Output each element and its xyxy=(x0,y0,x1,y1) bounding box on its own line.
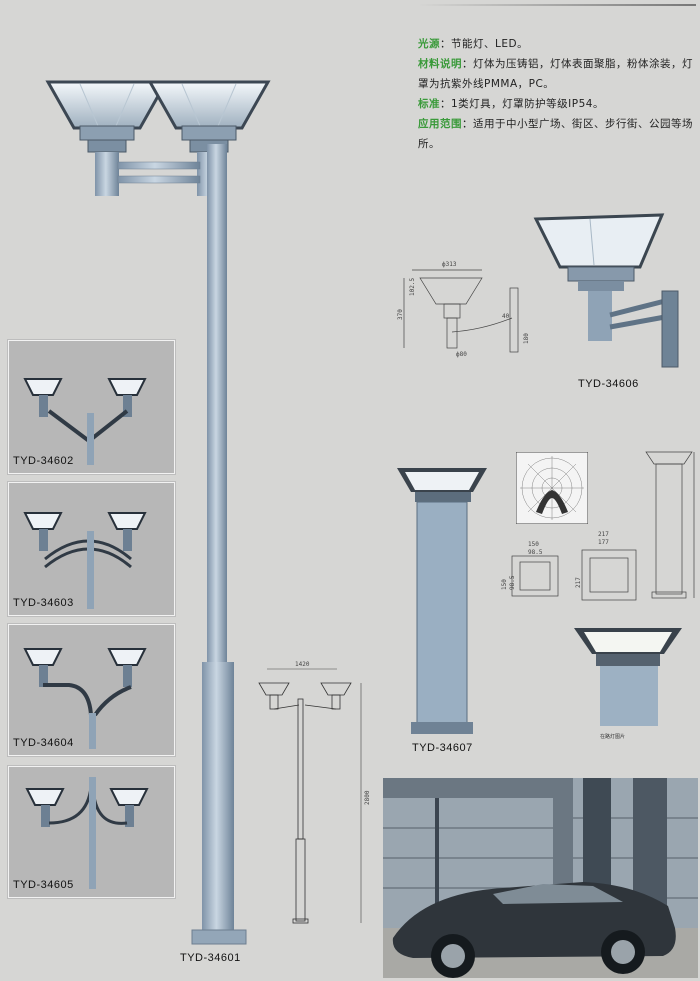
pole-dimension-drawing: 1420 2800 xyxy=(258,661,371,924)
light-distribution-diagram xyxy=(516,452,588,524)
street-scene-photo xyxy=(383,778,698,978)
svg-text:150: 150 xyxy=(528,541,539,548)
model-label-wall: TYD-34606 xyxy=(578,378,639,390)
svg-text:ф313: ф313 xyxy=(442,261,457,268)
svg-text:ф80: ф80 xyxy=(456,351,467,358)
svg-text:177: 177 xyxy=(598,539,609,546)
dim-1420: 1420 xyxy=(295,661,310,668)
svg-text:98.5: 98.5 xyxy=(528,549,543,556)
main-pole-upper xyxy=(207,144,227,664)
spec-scope: 应用范围：适用于中小型广场、街区、步行街、公园等场所。 xyxy=(418,118,693,150)
bollard-dimension-drawing: 150 98.5 217 177 217 150 98.5 xyxy=(501,531,637,601)
svg-text:40: 40 xyxy=(502,313,510,320)
spec-material: 材料说明：灯体为压铸铝，灯体表面聚脂，粉体涂装，灯罩为抗紫外线PMMA，PC。 xyxy=(418,58,693,90)
model-label-main: TYD-34601 xyxy=(180,952,241,964)
bollard-elevation-drawing xyxy=(645,451,695,599)
wall-lamp-illustration xyxy=(533,213,679,368)
thumb-34605: TYD-34605 xyxy=(8,766,175,898)
thumb-34604: TYD-34604 xyxy=(8,624,175,756)
main-lamp-head-left xyxy=(45,80,169,196)
svg-text:180: 180 xyxy=(523,333,530,344)
thumb-34602: TYD-34602 xyxy=(8,340,175,474)
thumb-34603: TYD-34603 xyxy=(8,482,175,616)
photo-lamp-pole xyxy=(435,798,439,928)
bollard-illustration xyxy=(397,468,487,734)
main-pole-base xyxy=(202,662,234,932)
model-label-bollard: TYD-34607 xyxy=(412,742,473,754)
svg-text:217: 217 xyxy=(598,531,609,538)
svg-text:98.5: 98.5 xyxy=(509,575,516,590)
svg-text:102.5: 102.5 xyxy=(409,278,416,296)
main-lamp-illustration xyxy=(45,80,271,945)
wall-lamp-dimension-drawing: ф313 102.5 370 40 180 ф80 xyxy=(397,261,530,358)
svg-text:217: 217 xyxy=(575,577,582,588)
bollard-head-closeup xyxy=(574,628,682,726)
spec-light-source: 光源：节能灯、LED。 xyxy=(418,38,529,50)
top-rule xyxy=(418,4,696,6)
svg-text:370: 370 xyxy=(397,309,404,320)
dim-2800: 2800 xyxy=(364,790,371,805)
svg-text:150: 150 xyxy=(501,579,508,590)
spec-text: 光源：节能灯、LED。 材料说明：灯体为压铸铝，灯体表面聚脂，粉体涂装，灯罩为抗… xyxy=(418,34,696,154)
spec-standard: 标准：1类灯具，灯罩防护等级IP54。 xyxy=(418,98,604,110)
photo-note: 在路灯图片 xyxy=(600,734,626,740)
